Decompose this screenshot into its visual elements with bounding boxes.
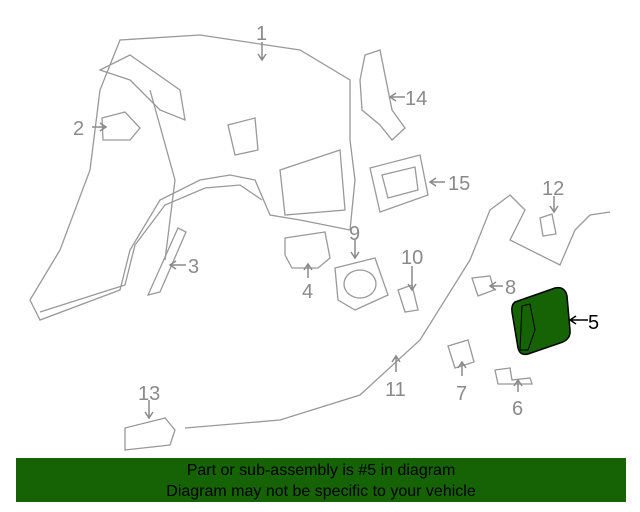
part-9-drawing <box>334 257 389 311</box>
part-13-drawing <box>124 417 176 451</box>
callout-label-14[interactable]: 14 <box>405 88 427 110</box>
part-11-cable-drawing <box>184 194 611 429</box>
callout-label-11[interactable]: 11 <box>385 379 406 401</box>
part-2-drawing <box>101 111 141 141</box>
part-15-drawing <box>369 154 429 213</box>
callout-label-9[interactable]: 9 <box>349 223 360 245</box>
quarter-panel-drawing <box>29 34 356 321</box>
callout-label-3[interactable]: 3 <box>188 256 199 278</box>
part-14-drawing <box>359 49 406 141</box>
callout-label-1[interactable]: 1 <box>256 23 267 45</box>
callout-label-13[interactable]: 13 <box>138 383 160 405</box>
banner-line-1: Part or sub-assembly is #5 in diagram <box>186 462 456 479</box>
callout-label-7[interactable]: 7 <box>456 383 467 405</box>
callout-label-8[interactable]: 8 <box>505 277 516 299</box>
part-10-drawing <box>397 284 419 313</box>
part-8-drawing <box>471 275 495 297</box>
callout-label-5[interactable]: 5 <box>588 312 599 334</box>
callout-label-15[interactable]: 15 <box>448 173 470 195</box>
callout-label-2[interactable]: 2 <box>73 118 84 140</box>
callout-arrows <box>92 42 588 420</box>
part-info-banner: Part or sub-assembly is #5 in diagram Di… <box>16 458 626 502</box>
part-4-drawing <box>284 231 331 269</box>
banner-line-2: Diagram may not be specific to your vehi… <box>166 483 476 500</box>
part-6-drawing <box>494 367 533 385</box>
callout-label-10[interactable]: 10 <box>401 247 423 269</box>
part-5-fuel-door[interactable] <box>511 286 571 356</box>
part-3-drawing <box>146 227 187 296</box>
part-7-drawing <box>447 339 475 369</box>
callout-label-4[interactable]: 4 <box>302 281 313 303</box>
part-12-drawing <box>539 213 557 237</box>
callout-label-12[interactable]: 12 <box>542 178 564 200</box>
callout-label-6[interactable]: 6 <box>512 398 523 420</box>
